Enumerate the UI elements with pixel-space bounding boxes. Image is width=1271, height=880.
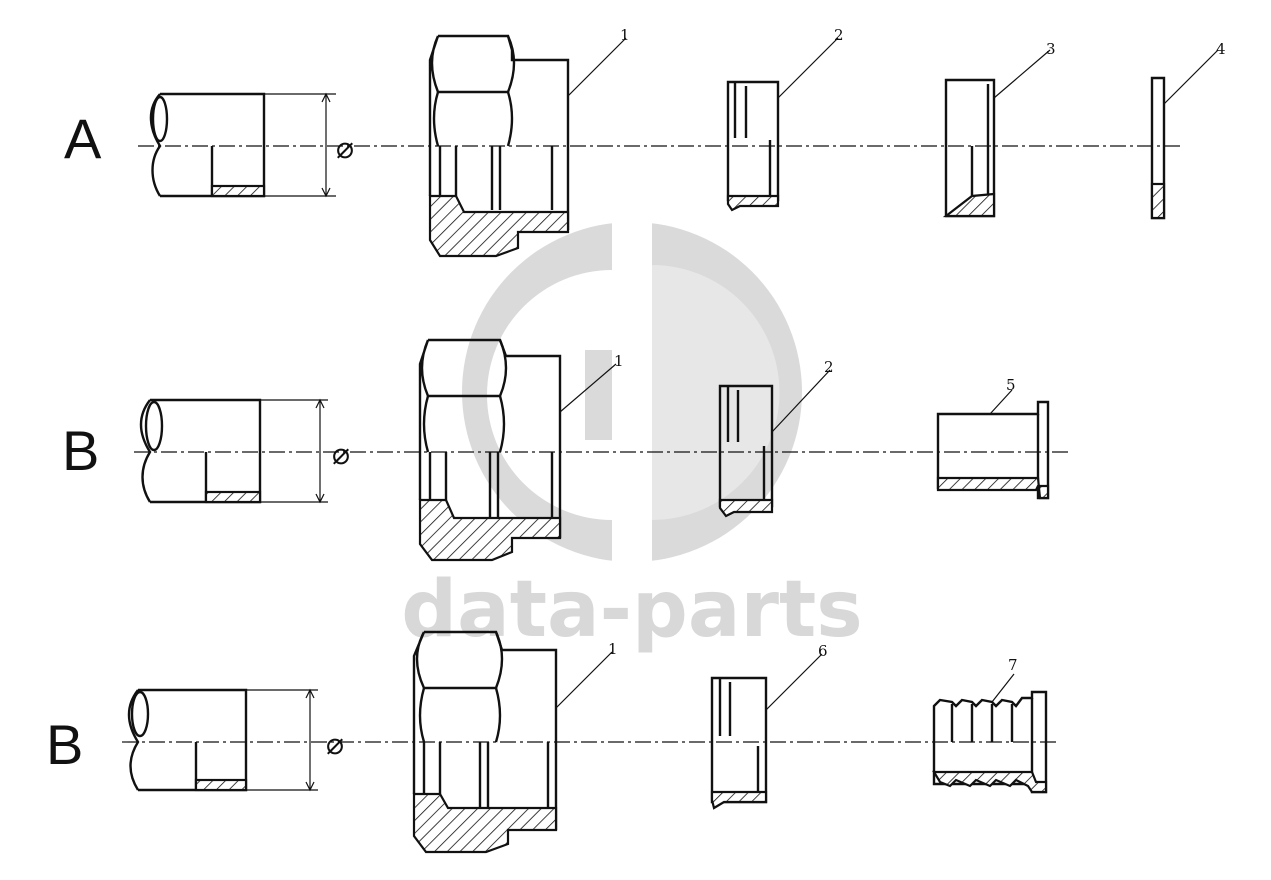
ring-a-2: 2 — [726, 26, 844, 212]
watermark-logo-p — [652, 265, 780, 520]
ring-b-2: 2 — [718, 358, 834, 518]
watermark-logo-g — [487, 270, 612, 520]
barbed-insert-c-7: 7 — [932, 656, 1048, 794]
row-c: B ⌀ 1 6 — [46, 630, 1060, 854]
nut-b: 1 — [418, 338, 624, 562]
sleeve-b-5: 5 — [936, 376, 1050, 500]
nut-c: 1 — [412, 630, 618, 854]
callout-a-2: 2 — [834, 26, 844, 44]
diameter-symbol-c: ⌀ — [326, 727, 344, 762]
pipe-a: ⌀ — [149, 92, 354, 198]
callout-c-7: 7 — [1008, 656, 1018, 674]
watermark: data-parts — [401, 222, 863, 655]
row-a: A ⌀ 1 — [64, 26, 1226, 258]
diameter-symbol-a: ⌀ — [336, 131, 354, 166]
row-letter-b: B — [62, 419, 99, 482]
callout-a-4: 4 — [1216, 40, 1226, 58]
watermark-text: data-parts — [401, 565, 862, 655]
row-letter-b-lower: B — [46, 713, 83, 776]
callout-c-1: 1 — [608, 640, 618, 658]
ring-a-3: 3 — [942, 40, 1056, 218]
row-b: B ⌀ 1 2 — [62, 338, 1072, 562]
callout-b-5: 5 — [1006, 376, 1016, 394]
callout-a-1: 1 — [620, 26, 630, 44]
callout-b-1: 1 — [614, 352, 624, 370]
diameter-symbol-b: ⌀ — [332, 437, 350, 472]
nut-a: 1 — [428, 26, 630, 258]
watermark-logo-divider — [612, 222, 652, 562]
callout-b-2: 2 — [824, 358, 834, 376]
washer-a-4: 4 — [1150, 40, 1226, 220]
ring-c-6: 6 — [710, 642, 828, 810]
callout-c-6: 6 — [818, 642, 828, 660]
pipe-b: ⌀ — [139, 398, 350, 504]
row-letter-a: A — [64, 107, 102, 170]
callout-a-3: 3 — [1046, 40, 1056, 58]
pipe-c: ⌀ — [127, 688, 344, 792]
